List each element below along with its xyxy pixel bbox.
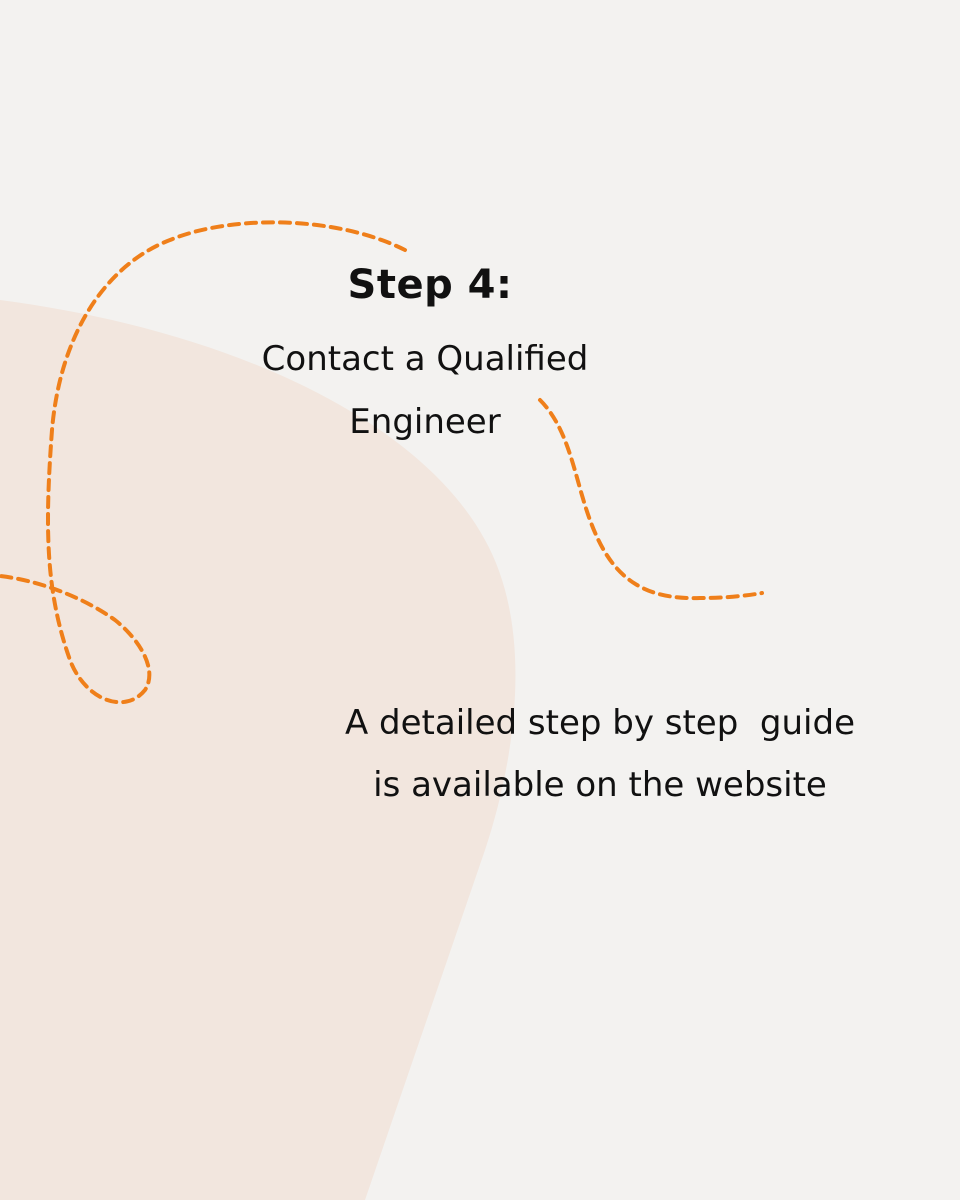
peach-blob-shape	[0, 300, 516, 1200]
step-subtitle-line-1: Contact a Qualified	[261, 339, 589, 379]
step-subtitle-line-2: Engineer	[349, 402, 501, 442]
guide-note: A detailed step by step guide is availab…	[320, 692, 880, 816]
guide-note-line-2: is available on the website	[373, 765, 827, 805]
step-subtitle: Contact a Qualified Engineer	[210, 328, 640, 454]
dashed-wave-line	[538, 398, 764, 601]
dashed-loop-line	[0, 220, 407, 705]
guide-note-line-1: A detailed step by step guide	[344, 703, 856, 743]
step-title: Step 4:	[347, 262, 513, 308]
